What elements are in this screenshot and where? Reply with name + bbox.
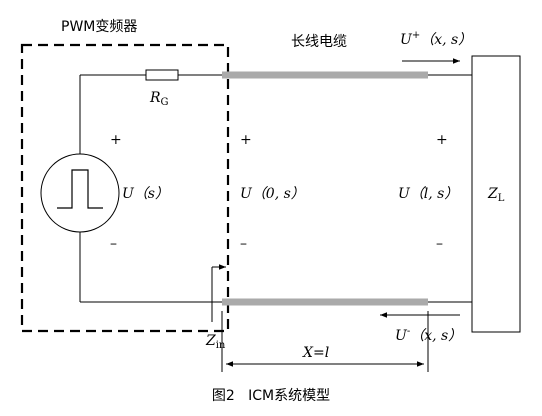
figure-caption: 图2 ICM系统模型 <box>212 388 330 404</box>
left-plus: + <box>240 132 252 148</box>
left-minus: – <box>240 236 247 252</box>
pulse-waveform-icon <box>57 169 103 209</box>
reflected-wave-label: U-（x, s） <box>395 326 462 344</box>
source-voltage-label: U（s） <box>122 186 169 202</box>
load-label: ZL <box>487 186 505 204</box>
right-voltage-label: U（l, s） <box>398 186 458 202</box>
pwm-box-label: PWM变频器 <box>61 19 137 35</box>
length-label: X=l <box>302 345 329 361</box>
forward-wave-label: U+（x, s） <box>400 30 472 48</box>
cable-label: 长线电缆 <box>291 34 347 50</box>
right-minus: – <box>436 236 443 252</box>
pwm-converter-box <box>20 43 230 333</box>
resistor-rg <box>145 69 179 81</box>
source-plus: + <box>110 132 122 148</box>
load-box <box>471 55 521 333</box>
left-voltage-label: U（0, s） <box>240 186 305 202</box>
resistor-label: RG <box>149 90 169 108</box>
input-impedance-label: Zin <box>205 333 226 351</box>
voltage-source-circle <box>40 153 120 233</box>
source-minus: – <box>110 236 117 252</box>
right-plus: + <box>436 132 448 148</box>
